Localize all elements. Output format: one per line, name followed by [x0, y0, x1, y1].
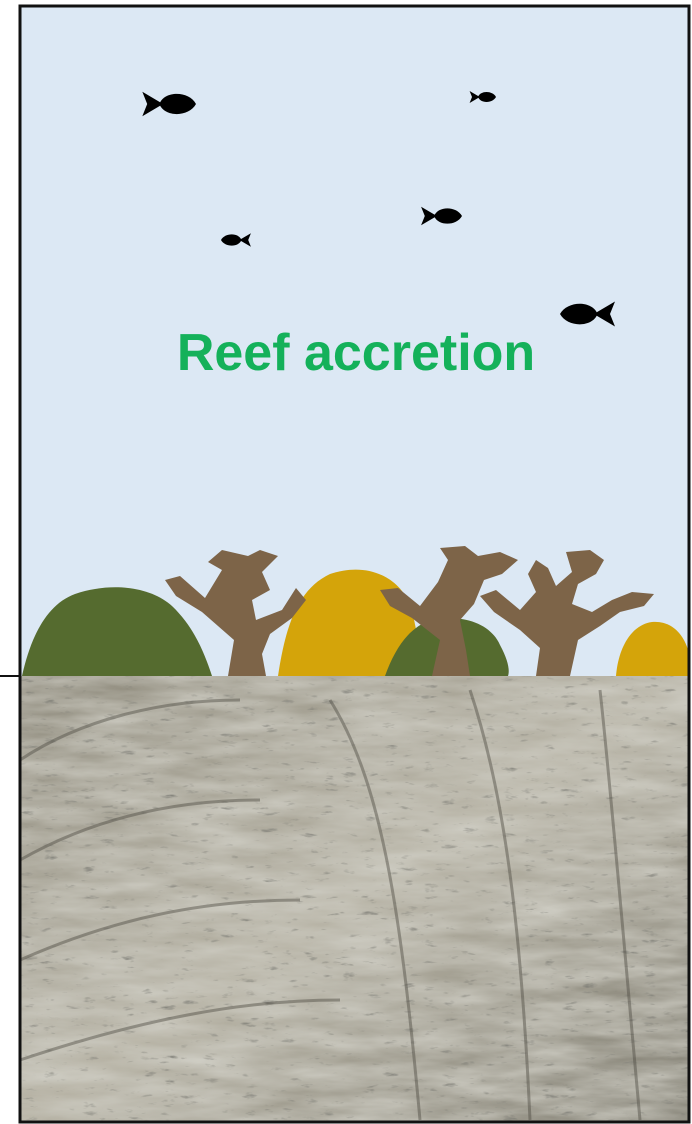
coral-skeleton-rock — [20, 676, 689, 1122]
rock-pores — [20, 676, 689, 1122]
diagram-title: Reef accretion — [177, 324, 535, 382]
